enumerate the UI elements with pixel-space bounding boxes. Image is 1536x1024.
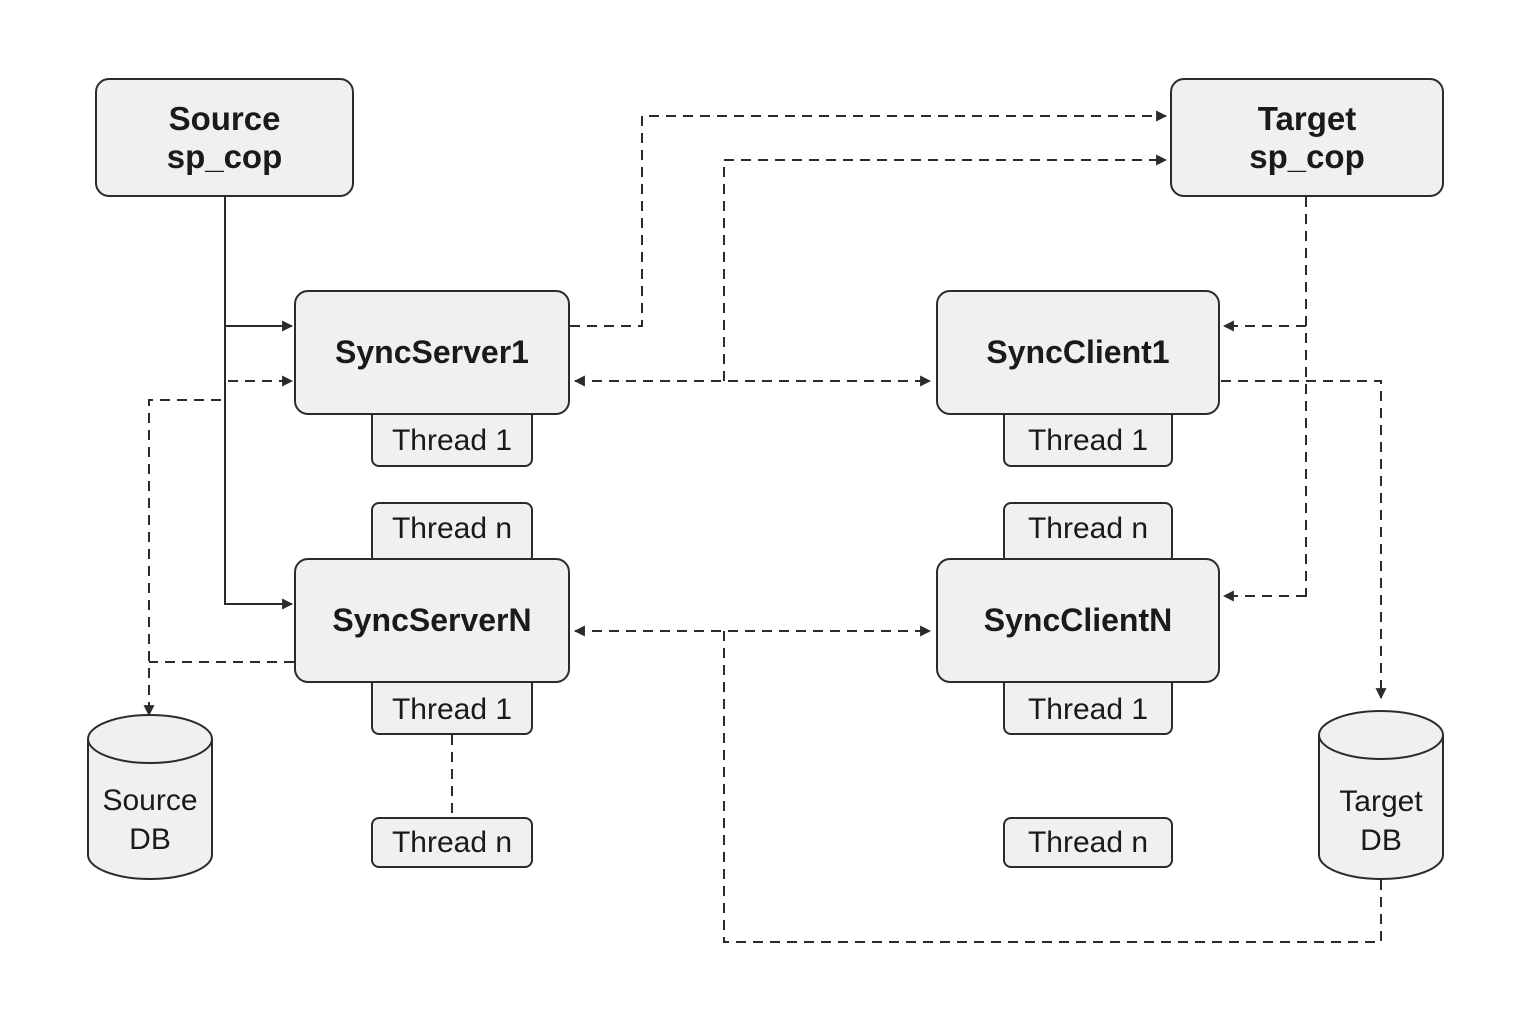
clientn-thread-n-bottom: Thread n	[1003, 817, 1173, 868]
source-spcop-node: Source sp_cop	[95, 78, 354, 197]
clientn-thread1: Thread 1	[1003, 676, 1173, 735]
server1-to-target-spcop-line	[570, 110, 1168, 327]
sync-client-n-node: SyncClientN	[936, 558, 1220, 683]
source-db-feed-line	[143, 399, 221, 717]
servern-thread1: Thread 1	[371, 676, 533, 735]
target-db-loop-line	[723, 631, 1382, 943]
target-db-line2: DB	[1360, 824, 1402, 857]
target-db-label: Target DB	[1319, 782, 1443, 860]
source-db-line2: DB	[129, 823, 171, 856]
target-spcop-line1: Target	[1257, 99, 1357, 137]
target-spcop-line2: sp_cop	[1249, 137, 1365, 175]
target-db-line1: Target	[1339, 785, 1423, 818]
servern-thread-n-top: Thread n	[371, 502, 533, 564]
client1-thread1: Thread 1	[1003, 407, 1173, 467]
client1-to-target-db-line	[1221, 380, 1387, 700]
target-db-cylinder	[1318, 710, 1444, 880]
clientn-thread-n-top: Thread n	[1003, 502, 1173, 564]
sync-server-n-node: SyncServerN	[294, 558, 570, 683]
server1-thread1: Thread 1	[371, 407, 533, 467]
sync-server-1-node: SyncServer1	[294, 290, 570, 415]
source-db-line1: Source	[102, 784, 198, 817]
sync-client-1-node: SyncClient1	[936, 290, 1220, 415]
midline-to-target-spcop-line	[723, 154, 1168, 381]
target-spcop-node: Target sp_cop	[1170, 78, 1444, 197]
source-spcop-line2: sp_cop	[166, 137, 283, 175]
source-db-label: Source DB	[88, 781, 212, 859]
source-spcop-line1: Source	[168, 99, 281, 137]
servern-thread-n-bottom: Thread n	[371, 817, 533, 868]
source-db-cylinder	[87, 714, 213, 880]
